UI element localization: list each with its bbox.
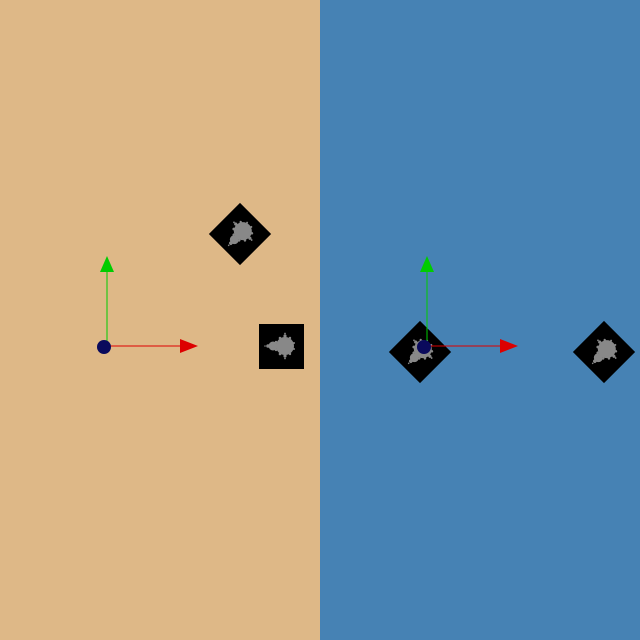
x-axis-arrow-icon <box>180 339 198 353</box>
mandelbrot-tile-icon <box>259 324 304 369</box>
right-axes <box>417 256 518 354</box>
origin-dot-icon <box>97 340 111 354</box>
left-panel <box>0 0 320 640</box>
mandelbrot-tile-icon <box>208 202 272 266</box>
x-axis-arrow-icon <box>500 339 518 353</box>
y-axis-arrow-icon <box>420 256 434 272</box>
mandelbrot-tile-icon <box>572 320 636 384</box>
left-axes <box>97 256 198 354</box>
y-axis-arrow-icon <box>100 256 114 272</box>
right-panel <box>320 0 640 640</box>
origin-dot-icon <box>417 340 431 354</box>
